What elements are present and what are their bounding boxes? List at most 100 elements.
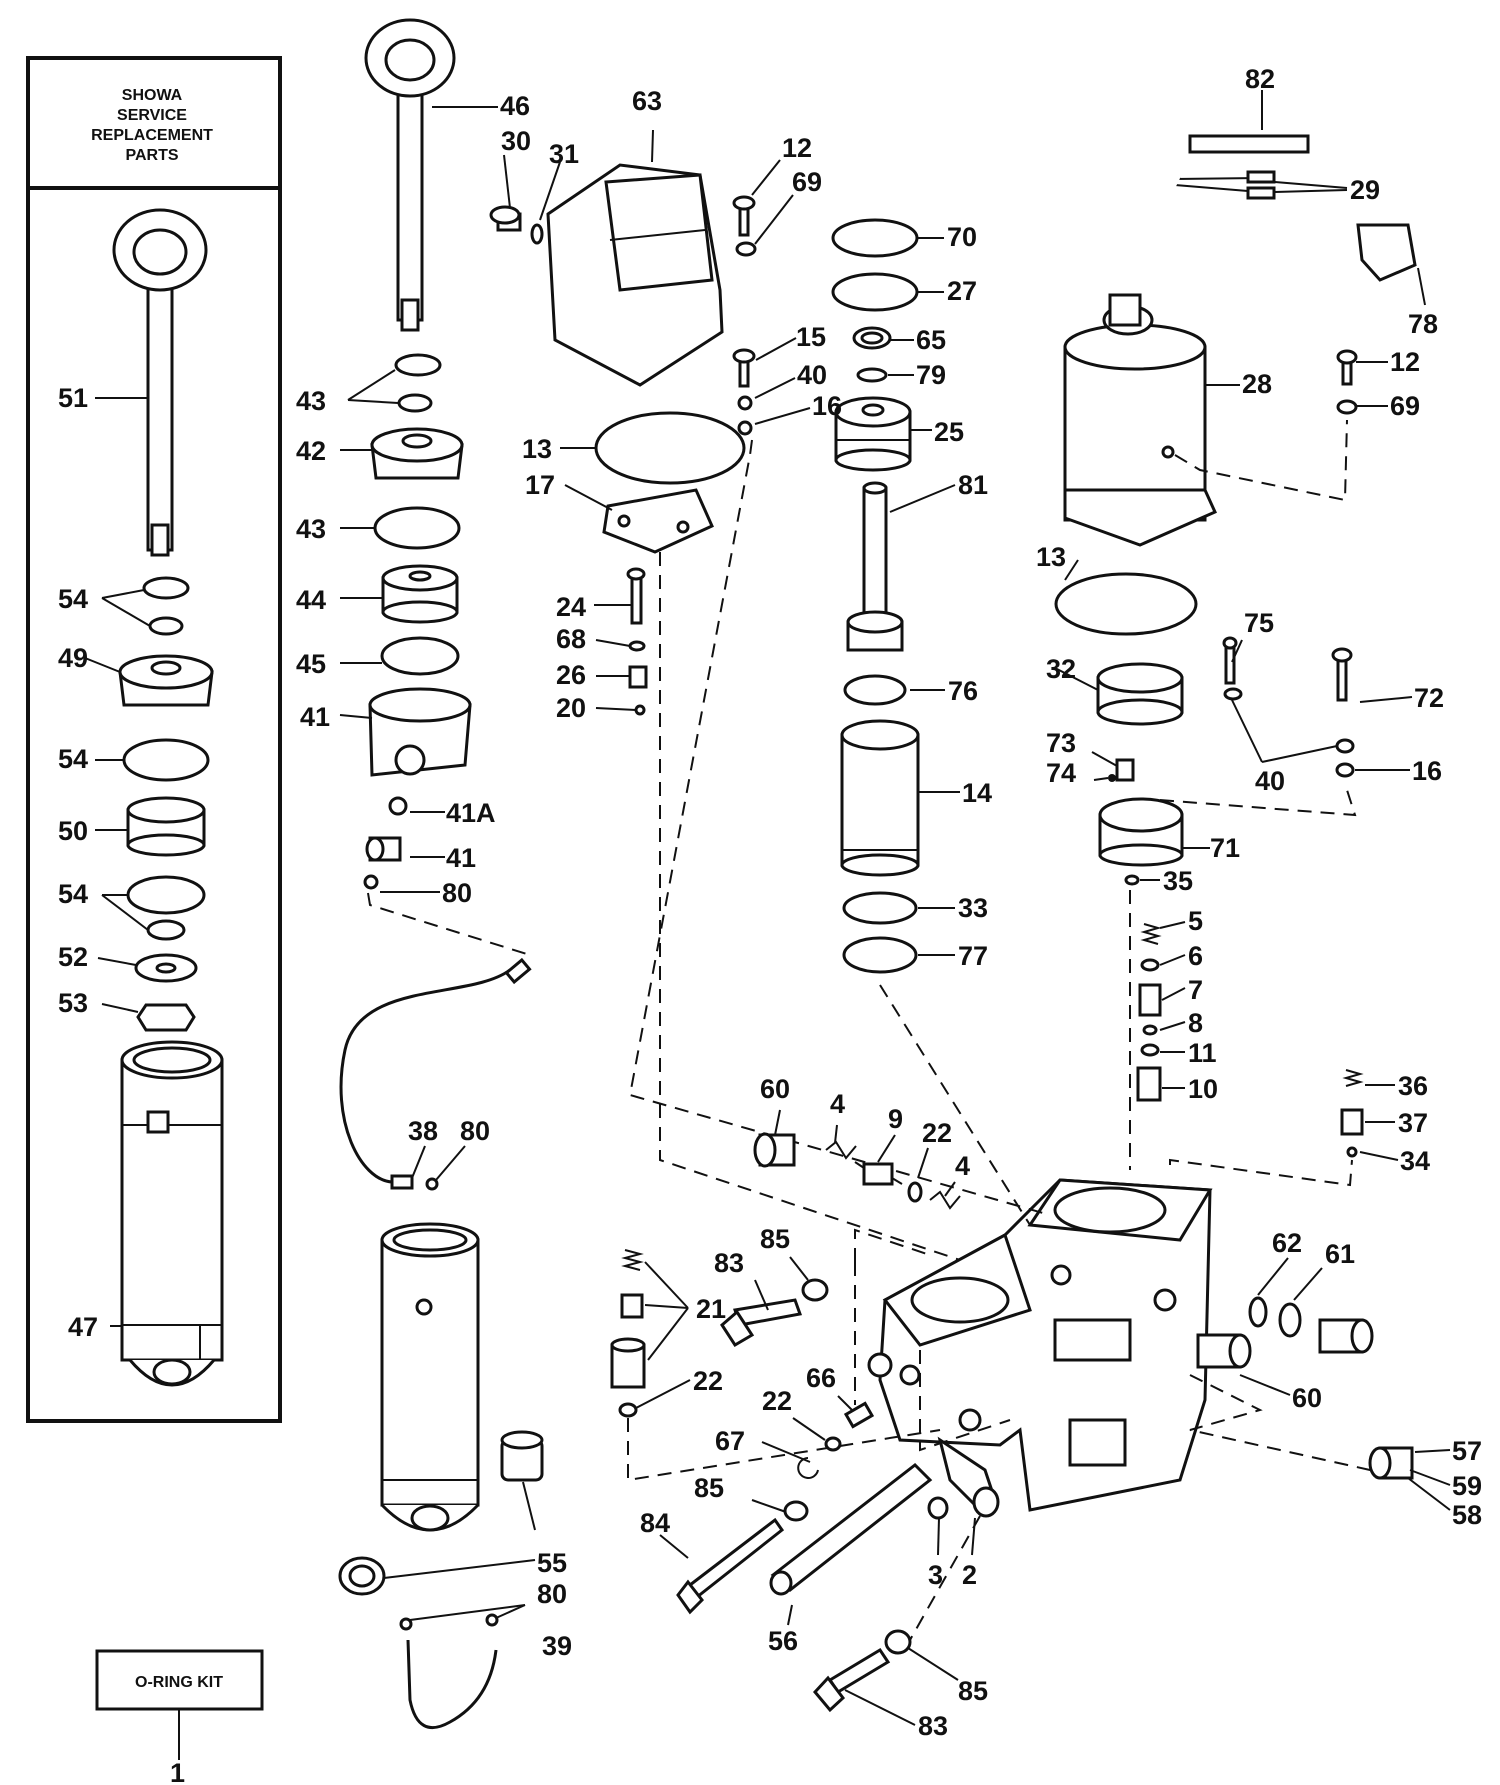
callout-22-a: 22 bbox=[922, 1118, 952, 1148]
ball-74 bbox=[1108, 774, 1116, 782]
hose-38 bbox=[339, 968, 511, 1184]
pump-cover-63 bbox=[546, 163, 724, 387]
callout-61: 61 bbox=[1325, 1239, 1355, 1269]
callout-84: 84 bbox=[640, 1508, 670, 1538]
spring-4-a bbox=[825, 1140, 857, 1160]
callout-56: 56 bbox=[768, 1626, 798, 1656]
callout-68: 68 bbox=[556, 624, 586, 654]
washer-85-a bbox=[801, 1278, 829, 1302]
callout-77: 77 bbox=[958, 941, 988, 971]
callout-38: 38 bbox=[408, 1116, 438, 1146]
rod-81 bbox=[846, 481, 904, 652]
sleeve-82 bbox=[1188, 134, 1310, 154]
oring-8 bbox=[1142, 1024, 1158, 1036]
callout-13-a: 13 bbox=[522, 434, 552, 464]
oring-22-c bbox=[824, 1436, 842, 1452]
callout-70: 70 bbox=[947, 222, 977, 252]
callout-80-c: 80 bbox=[537, 1579, 567, 1609]
callout-53: 53 bbox=[58, 988, 88, 1018]
seal-43-top bbox=[394, 353, 442, 377]
bolt-84 bbox=[676, 1517, 785, 1615]
callout-17: 17 bbox=[525, 470, 555, 500]
washer-69-a bbox=[735, 241, 757, 257]
oring-kit-label: O-RING KIT bbox=[135, 1674, 223, 1691]
callout-54-b: 54 bbox=[58, 744, 88, 774]
callout-69-b: 69 bbox=[1390, 391, 1420, 421]
screw-15 bbox=[732, 348, 756, 388]
oring-62 bbox=[1248, 1296, 1268, 1328]
callout-58: 58 bbox=[1452, 1500, 1482, 1530]
callout-32: 32 bbox=[1046, 654, 1076, 684]
oring-45 bbox=[380, 636, 460, 676]
ball-34 bbox=[1346, 1146, 1358, 1158]
service-replacement-frame bbox=[26, 56, 282, 1423]
callout-76: 76 bbox=[948, 676, 978, 706]
valve-73 bbox=[1115, 758, 1135, 782]
callout-85-a: 85 bbox=[760, 1224, 790, 1254]
callout-63: 63 bbox=[632, 86, 662, 116]
screw-12-b bbox=[1336, 349, 1358, 386]
callout-9: 9 bbox=[888, 1104, 903, 1134]
callout-72: 72 bbox=[1414, 683, 1444, 713]
callout-40-a: 40 bbox=[797, 360, 827, 390]
piston-rod-51 bbox=[112, 208, 208, 557]
tube-39 bbox=[406, 1639, 498, 1730]
service-box-line-2: SERVICE bbox=[117, 107, 187, 124]
seal-54-top bbox=[142, 576, 190, 600]
callout-33: 33 bbox=[958, 893, 988, 923]
callout-43-b: 43 bbox=[296, 514, 326, 544]
oring-54-mid bbox=[122, 738, 210, 782]
oring-80-b bbox=[425, 1177, 439, 1191]
callout-83-b: 83 bbox=[918, 1711, 948, 1741]
callout-65: 65 bbox=[916, 325, 946, 355]
callout-75: 75 bbox=[1244, 608, 1274, 638]
callout-31: 31 bbox=[549, 139, 579, 169]
plate-17 bbox=[602, 488, 714, 554]
oring-61 bbox=[1278, 1302, 1302, 1338]
valve-stack-21 bbox=[610, 1249, 646, 1389]
sleeve-14 bbox=[840, 719, 920, 877]
callout-29: 29 bbox=[1350, 175, 1380, 205]
callout-81: 81 bbox=[958, 470, 988, 500]
callout-74: 74 bbox=[1046, 758, 1076, 788]
callout-42: 42 bbox=[296, 436, 326, 466]
washer-40-b bbox=[1223, 687, 1243, 701]
oring-22-b bbox=[618, 1402, 638, 1418]
callout-2: 2 bbox=[962, 1560, 977, 1590]
bushing-3 bbox=[927, 1496, 949, 1520]
callout-40-b: 40 bbox=[1255, 766, 1285, 796]
callout-6: 6 bbox=[1188, 941, 1203, 971]
oring-6 bbox=[1140, 958, 1160, 972]
valve-9 bbox=[854, 1161, 903, 1186]
leader-lines bbox=[84, 90, 1451, 1726]
oring-77 bbox=[842, 936, 918, 974]
service-box-line-1: SHOWA bbox=[122, 87, 183, 104]
fitting-66 bbox=[843, 1401, 875, 1429]
callout-11: 11 bbox=[1188, 1038, 1217, 1068]
callout-82: 82 bbox=[1245, 64, 1275, 94]
oring-54-lower bbox=[126, 875, 206, 915]
callout-4-a: 4 bbox=[830, 1089, 845, 1119]
callout-55: 55 bbox=[537, 1548, 567, 1578]
callout-60-a: 60 bbox=[760, 1074, 790, 1104]
pump-housing bbox=[867, 1178, 1213, 1512]
callout-45: 45 bbox=[296, 649, 326, 679]
callout-12-b: 12 bbox=[1390, 347, 1420, 377]
callout-85-c: 85 bbox=[958, 1676, 988, 1706]
seal-32 bbox=[1096, 662, 1184, 726]
callout-80-b: 80 bbox=[460, 1116, 490, 1146]
spring-36 bbox=[1342, 1069, 1364, 1087]
screw-12-a bbox=[732, 195, 756, 237]
oring-31 bbox=[530, 223, 544, 245]
service-box-line-3: REPLACEMENT bbox=[91, 127, 213, 144]
connector-78 bbox=[1356, 223, 1417, 282]
callout-41-a: 41 bbox=[300, 702, 330, 732]
oring-70 bbox=[831, 218, 919, 258]
callout-37: 37 bbox=[1398, 1108, 1428, 1138]
callout-30: 30 bbox=[501, 126, 531, 156]
callout-85-b: 85 bbox=[694, 1473, 724, 1503]
screw-72 bbox=[1331, 647, 1353, 702]
nut-53 bbox=[136, 1003, 196, 1032]
callout-15: 15 bbox=[796, 322, 826, 352]
